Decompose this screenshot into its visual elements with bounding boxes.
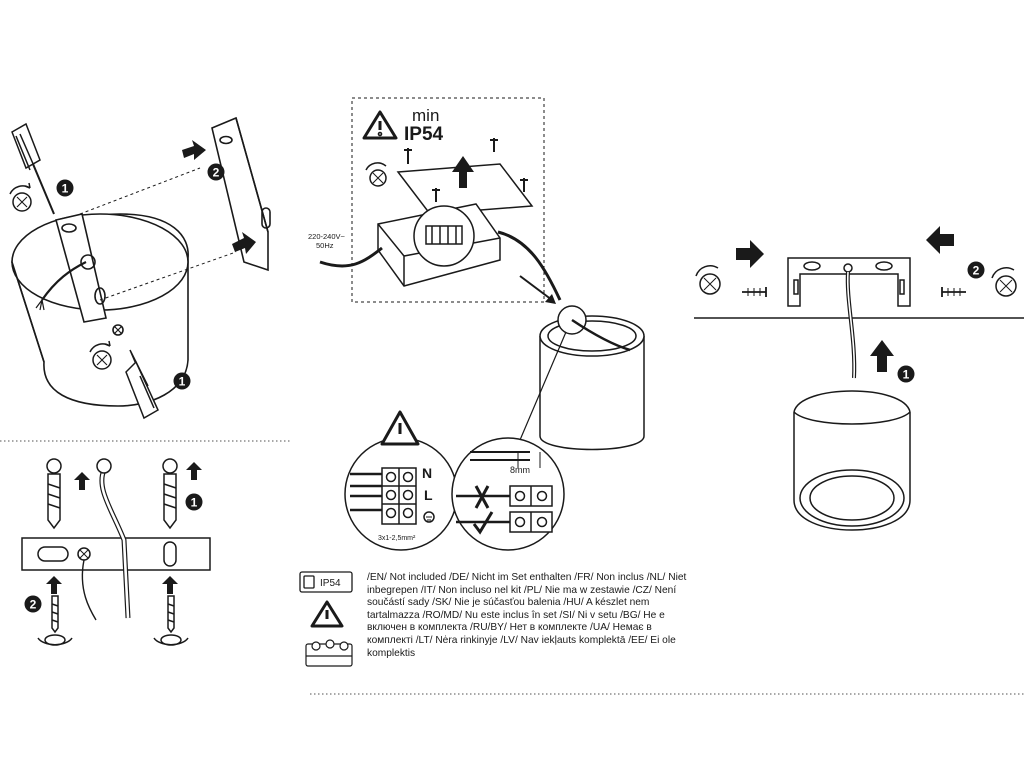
arrow-right-icon	[736, 240, 764, 268]
voltage-label: 220-240V~	[308, 232, 346, 241]
panel-mounting-can	[11, 116, 271, 407]
arrow-up-icon	[46, 462, 202, 594]
step-badge-label: 2	[30, 598, 37, 612]
frequency-label: 50Hz	[316, 241, 334, 250]
ip-rating-value: IP54	[404, 124, 444, 145]
rotate-clockwise-icon	[89, 340, 112, 370]
screwdriver-icon	[11, 122, 55, 215]
terminal-block-icon	[305, 639, 353, 667]
arrow-up-icon	[870, 340, 894, 372]
rotate-clockwise-icon	[695, 265, 721, 295]
cable-spec-label: 3x1-2,5mm²	[378, 535, 416, 542]
step-badge-label: 1	[62, 182, 69, 196]
arrow-left-icon	[926, 226, 954, 254]
step-badge-label: 2	[973, 264, 980, 278]
warning-triangle-icon	[380, 410, 420, 446]
screwdriver-icon	[125, 349, 159, 420]
rotate-clockwise-icon	[9, 182, 32, 212]
step-badge-label: 1	[179, 375, 186, 389]
not-included-notice: /EN/ Not included /DE/ Nicht im Set enth…	[367, 572, 687, 659]
arrow-connector	[519, 275, 553, 301]
ip54-box-label: IP54	[320, 578, 341, 589]
warning-triangle-icon	[310, 600, 344, 628]
rotate-clockwise-icon	[991, 267, 1017, 297]
strip-length-label: 8mm	[510, 465, 530, 475]
panel-surface-mount	[742, 257, 966, 531]
arrow-right-icon	[232, 232, 256, 254]
arrow-right-icon	[182, 140, 206, 160]
step-badge-label: 2	[213, 166, 220, 180]
rotate-clockwise-icon	[365, 162, 387, 187]
check-mark-icon	[472, 511, 494, 535]
ip-rating-prefix: min	[412, 106, 439, 125]
warning-triangle-icon	[362, 110, 398, 140]
panel-bracket-mounting	[21, 458, 211, 646]
ip54-detail-frame	[351, 97, 545, 303]
luminaire-cylinder	[519, 305, 645, 451]
terminal-live: L	[424, 487, 433, 503]
arrow-head	[545, 294, 556, 304]
arrow-up-icon	[452, 156, 474, 188]
wiring-detail	[344, 437, 565, 551]
ip54-box-icon	[299, 571, 353, 593]
panel-junction-box	[319, 138, 562, 301]
terminal-neutral: N	[422, 465, 432, 481]
cross-mark-icon	[474, 485, 490, 509]
step-badge-label: 1	[191, 496, 198, 510]
step-badge-label: 1	[903, 368, 910, 382]
